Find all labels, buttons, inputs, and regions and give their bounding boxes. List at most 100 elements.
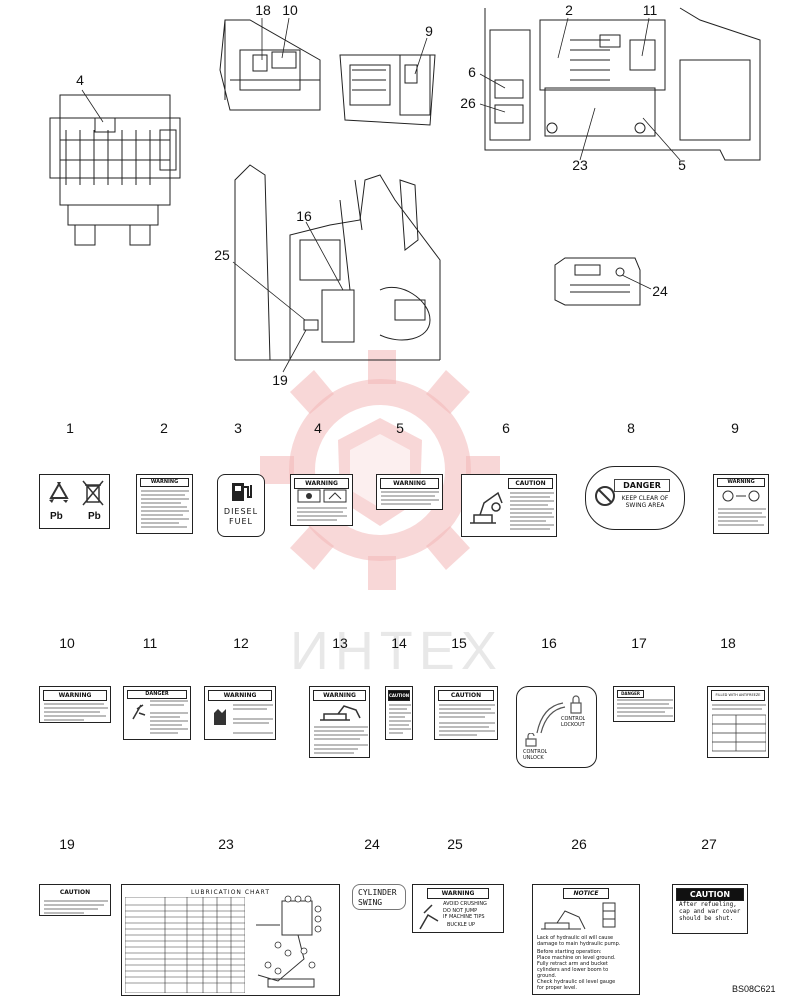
decal-number-2: 2	[160, 420, 168, 436]
text-lines-graphic	[44, 900, 108, 914]
decal-10-header: WARNING	[43, 690, 107, 701]
no-entry-icon	[595, 486, 615, 506]
decal-26-line5: Fully retract arm and bucket	[537, 961, 608, 967]
control-valve-drawing	[49, 94, 181, 246]
decal-17-danger: DANGER	[613, 686, 675, 722]
decal-6-caution: CAUTION	[461, 474, 557, 537]
lever-lock-graphic	[536, 695, 582, 734]
decal-26-line1: Lack of hydraulic oil will cause	[537, 935, 614, 941]
decal-number-26: 26	[571, 836, 587, 852]
decal-8-line1: KEEP CLEAR OF	[621, 495, 669, 502]
decal-4-header: WARNING	[294, 478, 349, 489]
decal-number-24: 24	[364, 836, 380, 852]
callout-6: 6	[468, 64, 476, 80]
crossed-bin-icon	[82, 480, 104, 506]
decal-number-13: 13	[332, 635, 348, 651]
text-lines-graphic	[297, 507, 347, 521]
decal-15-caution: CAUTION	[434, 686, 498, 740]
decal-number-5: 5	[396, 420, 404, 436]
decal-19-header: CAUTION	[59, 889, 91, 896]
decal-number-9: 9	[731, 420, 739, 436]
decal-19-caution: CAUTION	[39, 884, 111, 916]
excavator-pictogram	[320, 705, 361, 721]
cab-top-drawing	[219, 19, 321, 111]
lubrication-points-diagram	[256, 895, 322, 988]
decal-17-header: DANGER	[617, 690, 644, 698]
fuel-pump-icon	[232, 483, 252, 501]
decal-25-warning: WARNING AVOID CRUSHING DO NOT JUMP IF MA…	[412, 884, 504, 933]
engine-side-drawing	[339, 54, 436, 126]
decal-number-12: 12	[233, 635, 249, 651]
decal-14-header: CAUTION	[388, 690, 410, 701]
callout-16: 16	[296, 208, 312, 224]
decal-number-6: 6	[502, 420, 510, 436]
text-lines-graphic	[381, 491, 439, 505]
rear-hood-drawing	[484, 7, 761, 161]
text-lines-graphic	[150, 700, 188, 734]
recycle-icon	[49, 481, 69, 503]
decal-24-line1: CYLINDER	[358, 888, 397, 897]
decal-11-header: DANGER	[127, 690, 187, 699]
decal-25-line3: IF MACHINE TIPS	[443, 914, 485, 920]
decal-8-header: DANGER	[614, 479, 670, 492]
decal-26-line2: damage to main hydraulic pump.	[537, 941, 621, 947]
decal-5-header: WARNING	[380, 478, 439, 489]
excavator-level-diagram	[541, 902, 616, 930]
decal-number-10: 10	[59, 635, 75, 651]
decal-26-header: NOTICE	[563, 888, 609, 899]
decal-27-header: CAUTION	[676, 888, 744, 901]
decal-18-antifreeze: FILLED WITH ANTIFREEZE	[707, 686, 769, 758]
text-lines-graphic	[439, 704, 495, 736]
decal-8-danger: DANGER KEEP CLEAR OF SWING AREA	[585, 466, 685, 530]
callout-11: 11	[642, 2, 658, 18]
callout-18: 18	[255, 2, 271, 18]
decal-number-14: 14	[391, 635, 407, 651]
decal-25-line1: AVOID CRUSHING	[443, 901, 487, 907]
decal-number-17: 17	[631, 635, 647, 651]
callout-23: 23	[572, 157, 588, 173]
decal-26-line8: Check hydraulic oil level gauge	[537, 979, 616, 985]
decal-number-19: 19	[59, 836, 75, 852]
decal-number-15: 15	[451, 635, 467, 651]
diesel-text: DIESEL	[223, 507, 259, 516]
decal-13-header: WARNING	[313, 690, 366, 701]
decal-11-danger: DANGER	[123, 686, 191, 740]
decal-25-line2: DO NOT JUMP	[443, 908, 478, 914]
text-lines-graphic	[510, 492, 554, 530]
callout-4: 4	[76, 72, 84, 88]
decal-13-warning: WARNING	[309, 686, 370, 758]
decal-4-warning: WARNING	[290, 474, 353, 526]
decal-number-3: 3	[234, 420, 242, 436]
lockout-text: CONTROL LOCKOUT	[561, 716, 586, 728]
text-lines-graphic	[718, 508, 766, 526]
decal-2-warning: WARNING	[136, 474, 193, 534]
lubrication-table	[125, 897, 245, 993]
decal-18-header: FILLED WITH ANTIFREEZE	[711, 690, 765, 701]
text-lines-graphic	[233, 704, 273, 734]
decal-25-line4: BUCKLE UP	[447, 922, 476, 928]
callout-19: 19	[272, 372, 288, 388]
decal-8-line2: SWING AREA	[625, 502, 665, 509]
callout-10: 10	[282, 2, 298, 18]
decal-27-line3: should be shut.	[679, 915, 734, 922]
callout-9: 9	[425, 23, 433, 39]
excavator-pictogram	[470, 491, 503, 524]
text-lines-graphic	[44, 703, 108, 721]
decal-24-line2: SWING	[358, 898, 383, 907]
callout-24: 24	[652, 283, 668, 299]
fan-hazard-icon	[722, 490, 760, 502]
unlock-text: CONTROL UNLOCK	[523, 749, 548, 761]
decal-12-warning: WARNING	[204, 686, 276, 740]
callout-25: 25	[214, 247, 230, 263]
overview-drawings	[49, 7, 761, 373]
text-lines-graphic	[314, 726, 368, 754]
hazard-pictogram	[297, 489, 347, 503]
decal-5-warning: WARNING	[376, 474, 443, 510]
text-lines-graphic	[617, 699, 673, 717]
decal-number-27: 27	[701, 836, 717, 852]
cab-side-drawing	[234, 164, 441, 361]
decal-6-header: CAUTION	[508, 478, 553, 489]
decal-number-8: 8	[627, 420, 635, 436]
decal-1-recycle: Pb Pb	[39, 474, 110, 529]
